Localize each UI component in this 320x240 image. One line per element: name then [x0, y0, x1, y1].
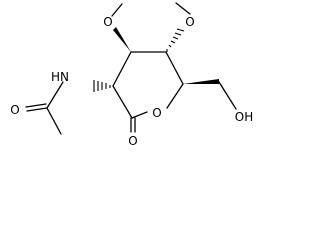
bond-c4-c5	[165, 51, 184, 85]
wedge-c5-hydroxymethyl	[183, 79, 219, 84]
atom-label-ring-oxygen: O	[152, 106, 161, 120]
atom-label-methoxy-left-oxygen: O	[103, 15, 112, 29]
bond-c1-c2	[112, 85, 133, 119]
hash-wedge-c4-methoxy-oxygen	[166, 28, 185, 52]
atom-label-methoxy-right-oxygen: O	[185, 15, 194, 29]
molecule-structure-diagram: HN O O O O O OH	[10, 2, 253, 148]
atom-label-acetyl-oxygen: O	[10, 103, 19, 117]
bond-acetyl-carbonyl-b	[25, 103, 47, 108]
hash-wedge-c2-nitrogen	[93, 80, 111, 92]
wedge-c3-methoxy-oxygen	[113, 27, 131, 52]
bond-ch2-hydroxyl	[218, 81, 237, 110]
atom-label-hydroxyl: OH	[235, 110, 253, 124]
bond-c2-c3	[112, 51, 132, 87]
bond-acetyl-carbonyl-a	[26, 107, 48, 112]
bond-methoxy-left-methyl	[111, 3, 123, 17]
bond-ring-oxygen-c1	[131, 111, 148, 119]
bond-methoxy-right-methyl	[175, 2, 191, 15]
atom-label-nh: HN	[51, 70, 69, 84]
bond-acetyl-methyl	[46, 107, 62, 135]
atom-label-lactone-carbonyl-oxygen: O	[128, 134, 137, 148]
bond-c5-ring-oxygen	[166, 83, 184, 109]
bond-nitrogen-acetyl-carbon	[46, 81, 64, 109]
